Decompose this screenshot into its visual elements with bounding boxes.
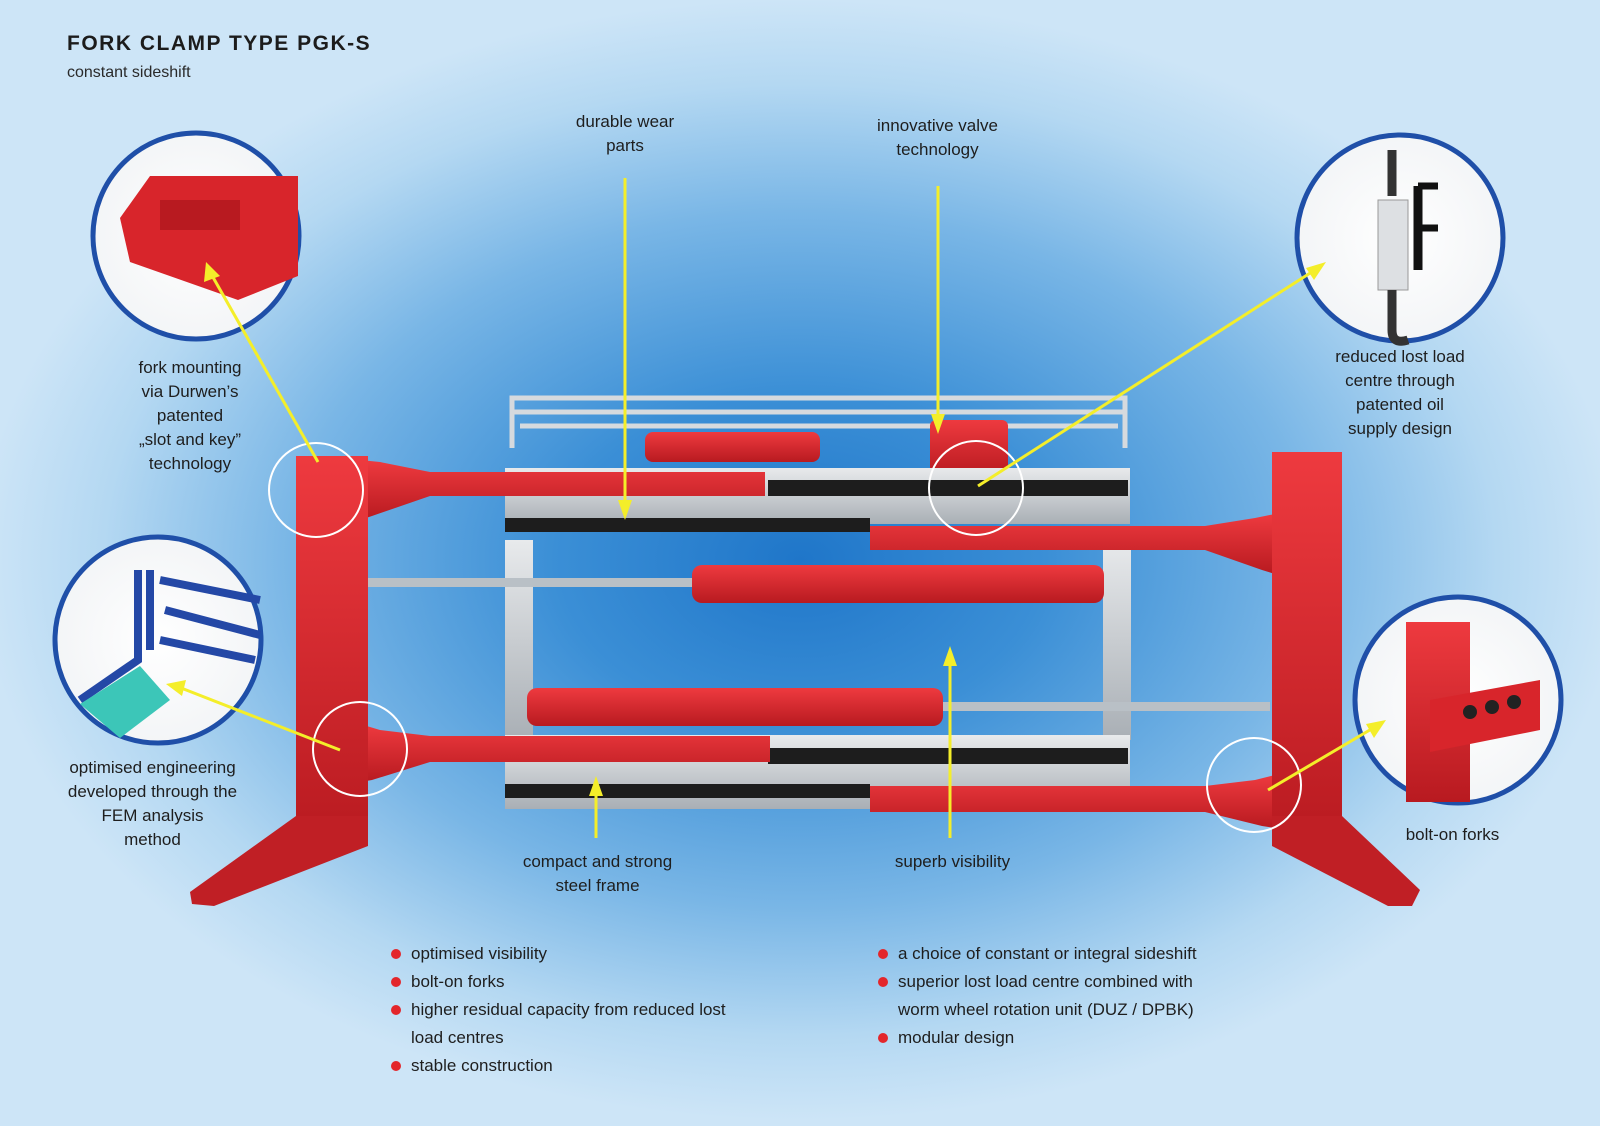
- callout-line: „slot and key”: [138, 430, 242, 449]
- callout-line: patented oil: [1356, 395, 1444, 414]
- pointer-oil-supply: [977, 262, 1326, 488]
- lower-wear-strip-lower: [505, 784, 870, 798]
- callout-line: developed through the: [67, 782, 238, 801]
- callout-line: durable wear: [575, 112, 675, 131]
- feature-item: higher residual capacity from reduced lo…: [389, 996, 729, 1052]
- highlight-circle-bolt-on: [1206, 737, 1302, 833]
- pointer-fem: [166, 680, 341, 752]
- callout-fork-mounting: fork mounting via Durwen’s patented „slo…: [100, 356, 280, 476]
- upper-main-cylinder: [692, 565, 1104, 603]
- callout-line: via Durwen’s: [141, 382, 239, 401]
- left-lower-fork-arm: [360, 724, 770, 782]
- lower-wear-strip: [768, 748, 1128, 764]
- callout-line: patented: [156, 406, 224, 425]
- callout-line: steel frame: [555, 876, 640, 895]
- valve-block: [930, 420, 1008, 476]
- page-title: FORK CLAMP TYPE PGK-S: [67, 32, 372, 55]
- lower-main-cylinder: [527, 688, 943, 726]
- upper-small-cylinder: [645, 432, 820, 462]
- callout-innovative-valve: innovative valve technology: [845, 114, 1030, 162]
- callout-line: technology: [148, 454, 232, 473]
- detail-badge-fork-mounting: [90, 130, 302, 342]
- callout-bolt-on-forks: bolt-on forks: [1390, 823, 1515, 847]
- left-upper-fork-arm: [360, 460, 765, 520]
- upper-wear-strip-lower: [505, 518, 870, 532]
- callout-line: fork mounting: [138, 358, 242, 377]
- upper-wear-strip: [768, 480, 1128, 496]
- pointer-compact-frame: [589, 776, 603, 838]
- feature-item: modular design: [876, 1024, 1226, 1052]
- feature-list-left: optimised visibility bolt-on forks highe…: [389, 940, 729, 1080]
- lower-piston-rod: [940, 702, 1270, 711]
- detail-badge-fem: [52, 534, 264, 746]
- feature-item: superior lost load centre combined with …: [876, 968, 1226, 1024]
- upper-piston-rod: [365, 578, 715, 587]
- pointer-bolt-on-forks: [1267, 720, 1386, 792]
- highlight-circle-oil-supply: [928, 440, 1024, 536]
- right-fork: [1272, 452, 1420, 906]
- feature-list-right: a choice of constant or integral sideshi…: [876, 940, 1226, 1052]
- callout-line: innovative valve: [877, 116, 998, 135]
- feature-item: bolt-on forks: [389, 968, 729, 996]
- callout-line: optimised engineering: [69, 758, 236, 777]
- callout-line: bolt-on forks: [1405, 825, 1500, 844]
- pointer-innovative-valve: [931, 186, 945, 434]
- callout-optimised-engineering: optimised engineering developed through …: [45, 756, 260, 852]
- callout-line: superb visibility: [894, 852, 1011, 871]
- feature-item: stable construction: [389, 1052, 729, 1080]
- pointer-fork-mounting: [204, 262, 320, 463]
- callout-superb-visibility: superb visibility: [870, 850, 1035, 874]
- callout-line: compact and strong: [522, 852, 673, 871]
- detail-badge-oil-supply: [1294, 132, 1506, 346]
- callout-line: method: [124, 830, 181, 849]
- callout-line: centre through: [1345, 371, 1455, 390]
- feature-item: a choice of constant or integral sideshi…: [876, 940, 1226, 968]
- highlight-circle-fork-mount: [268, 442, 364, 538]
- callout-line: FEM analysis: [101, 806, 204, 825]
- callout-line: supply design: [1348, 419, 1452, 438]
- left-fork: [190, 456, 368, 906]
- clamp-assembly: [190, 395, 1420, 906]
- callout-line: reduced lost load: [1335, 347, 1465, 366]
- feature-item: optimised visibility: [389, 940, 729, 968]
- pointer-superb-visibility: [943, 646, 957, 838]
- callout-line: parts: [606, 136, 644, 155]
- highlight-circle-fem: [312, 701, 408, 797]
- pointer-durable-wear-parts: [618, 178, 632, 520]
- callout-reduced-lost-load: reduced lost load centre through patente…: [1310, 345, 1490, 441]
- page-subtitle: constant sideshift: [67, 64, 191, 81]
- callout-pointers: [166, 178, 1386, 838]
- detail-badge-bolt-on: [1352, 594, 1564, 806]
- top-guard-rail: [509, 395, 1128, 448]
- callout-line: technology: [896, 140, 979, 159]
- right-upper-fork-arm: [870, 514, 1275, 574]
- callout-compact-frame: compact and strong steel frame: [500, 850, 695, 898]
- callout-durable-wear-parts: durable wear parts: [535, 110, 715, 158]
- right-lower-fork-arm: [870, 775, 1275, 828]
